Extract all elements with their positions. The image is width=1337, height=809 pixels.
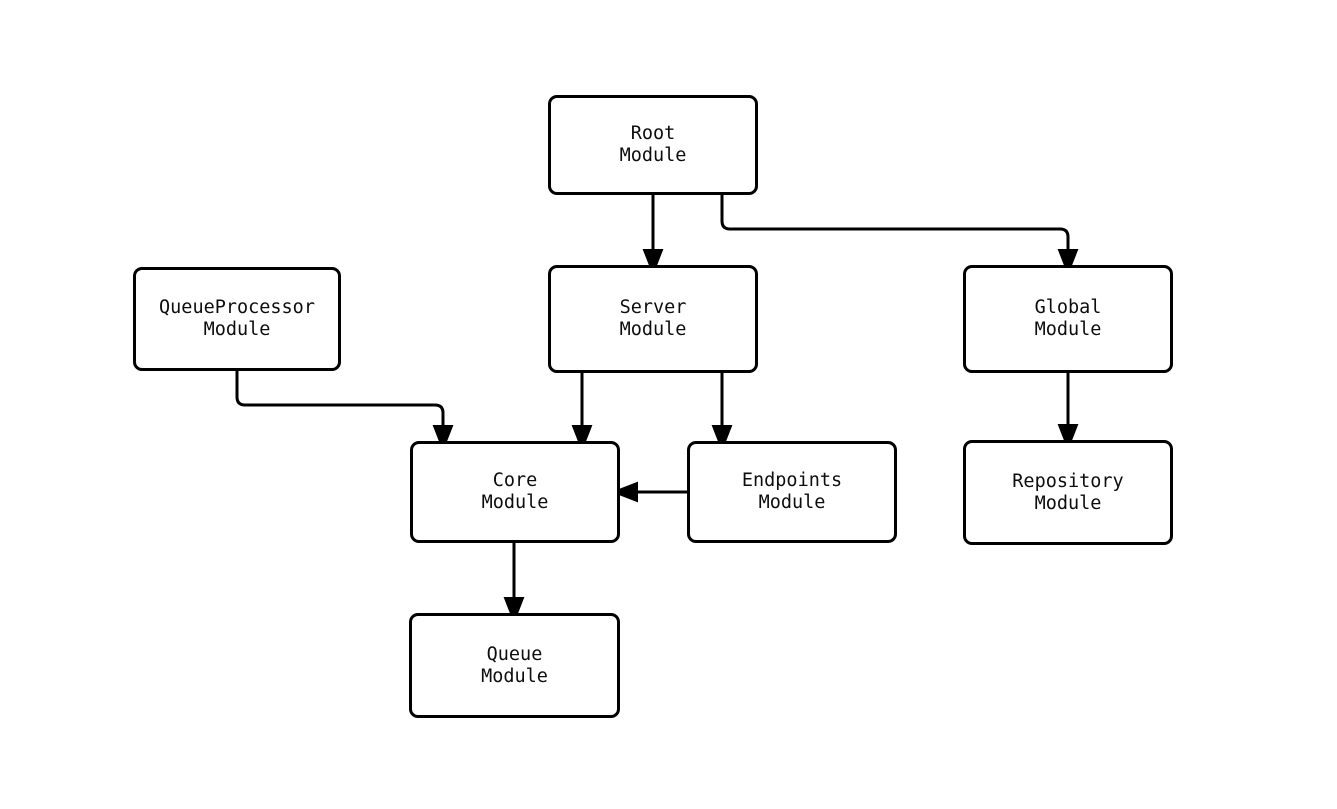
- node-label-line1: Queue: [486, 643, 543, 665]
- node-label-line2: Module: [1034, 319, 1102, 340]
- node-label-line2: Module: [203, 319, 271, 340]
- node-label-line2: Module: [619, 319, 687, 340]
- node-label-line2: Module: [758, 492, 826, 513]
- node-label-line1: Server: [619, 297, 687, 318]
- edge-root-to-global: [720, 195, 1079, 276]
- node-label-line2: Module: [481, 492, 549, 513]
- node-label-line2: Module: [619, 145, 687, 166]
- node-label-line2: Module: [1034, 492, 1102, 514]
- node-label-line2: Module: [481, 665, 548, 687]
- edge-queueprocessor-to-core: [235, 371, 454, 452]
- node-label-line1: Repository: [1012, 470, 1124, 492]
- edges-group: [235, 195, 1079, 624]
- node-label-line1: QueueProcessor: [159, 297, 315, 318]
- node-label-line1: Endpoints: [741, 470, 843, 491]
- node-label-line1: Core: [492, 470, 538, 491]
- node-label-line1: Root: [630, 123, 676, 144]
- node-label-line1: Global: [1034, 297, 1102, 318]
